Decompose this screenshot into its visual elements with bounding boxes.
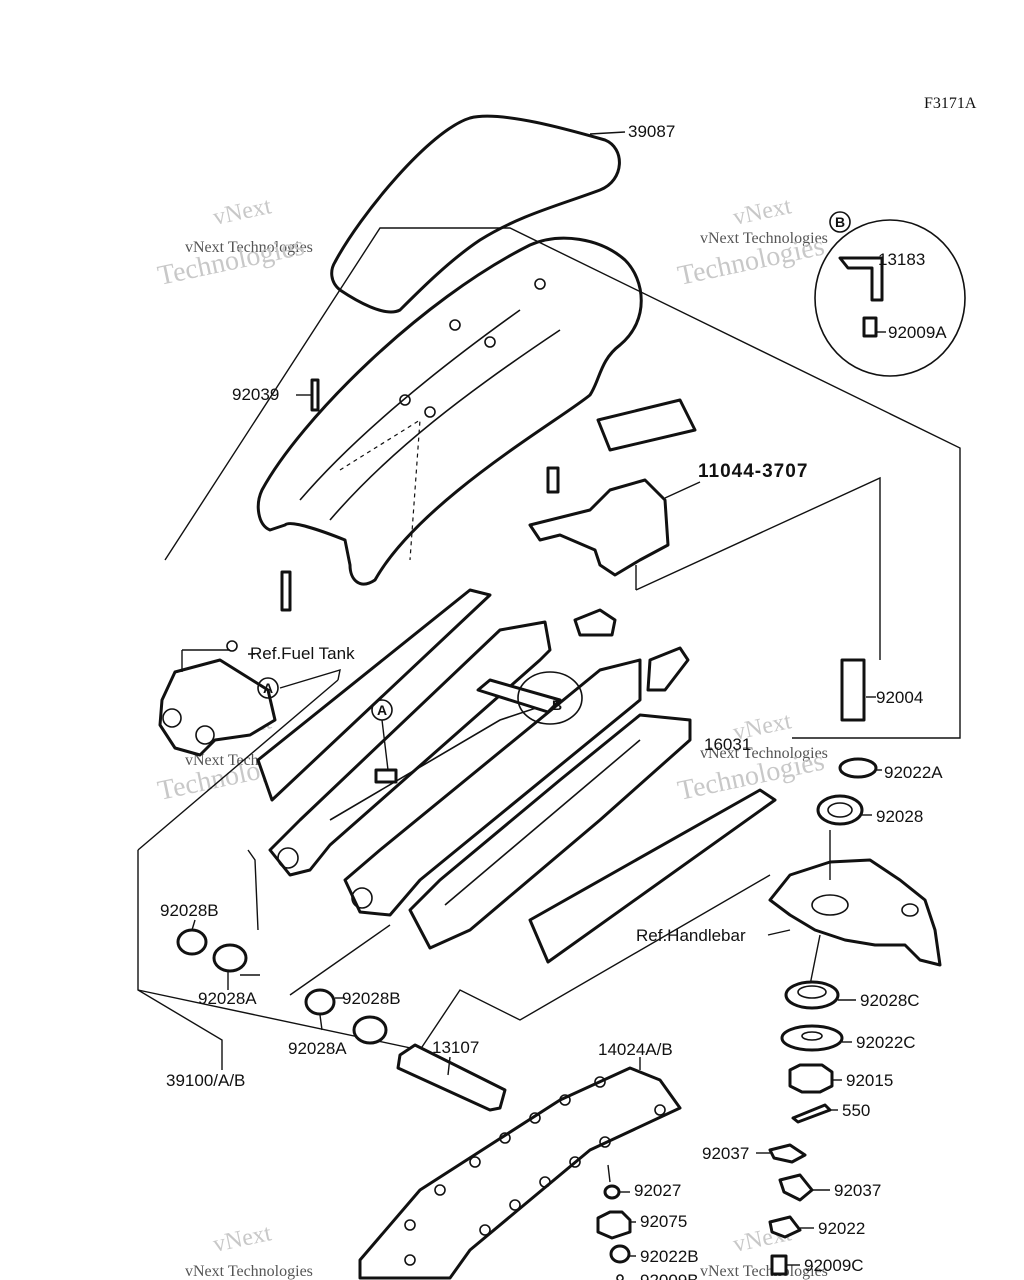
label-11044-3707: 11044-3707 [698, 461, 808, 482]
callout-a-frame: A [377, 702, 387, 718]
label-39087: 39087 [628, 122, 675, 141]
pin-550 [791, 1103, 832, 1124]
label-16031: 16031 [704, 735, 751, 754]
label-92022: 92022 [818, 1219, 865, 1238]
rear-fender-part [256, 236, 643, 586]
label-92027: 92027 [634, 1181, 681, 1200]
washer-92022C [780, 1024, 844, 1052]
nut-92015 [788, 1063, 834, 1094]
label-92039: 92039 [232, 385, 279, 404]
label-550: 550 [842, 1101, 870, 1120]
label-92028A-left: 92028A [198, 989, 257, 1008]
label-92037-lower: 92037 [834, 1181, 881, 1200]
watermark-top-left: vNext vNext Technologies Technologies [155, 193, 313, 292]
label-92004: 92004 [876, 688, 923, 707]
label-92075: 92075 [640, 1212, 687, 1231]
svg-text:vNext: vNext [211, 193, 274, 231]
svg-text:vNext: vNext [731, 193, 794, 231]
label-13183: 13183 [878, 250, 925, 269]
label-ref-handlebar: Ref.Handlebar [636, 926, 746, 945]
skid-part [408, 713, 692, 950]
label-92028B-left: 92028B [160, 901, 219, 920]
label-92028: 92028 [876, 807, 923, 826]
diagram-code: F3171A [924, 95, 977, 112]
seat-part [330, 114, 621, 314]
callout-b-frame: B [552, 697, 562, 713]
label-92022B: 92022B [640, 1247, 699, 1266]
label-39100: 39100/A/B [166, 1071, 245, 1090]
fuel-tank-bracket-part [158, 658, 277, 757]
bracket-part [528, 478, 670, 577]
svg-text:vNext Technologies: vNext Technologies [700, 745, 828, 762]
bushing-92028C [784, 980, 840, 1010]
svg-text:vNext Technologies: vNext Technologies [700, 1263, 828, 1280]
label-ref-fuel-tank: Ref.Fuel Tank [250, 644, 355, 663]
frame-part [268, 620, 552, 877]
spring-92028 [816, 794, 864, 826]
label-92037-upper: 92037 [702, 1144, 749, 1163]
label-92009B: 92009B [640, 1271, 699, 1280]
label-92022A: 92022A [884, 763, 943, 782]
label-92009A: 92009A [888, 323, 947, 342]
label-92015: 92015 [846, 1071, 893, 1090]
callout-b-top: B [835, 214, 845, 230]
label-92028A-right: 92028A [288, 1039, 347, 1058]
label-92028C: 92028C [860, 991, 920, 1010]
label-92028B-right: 92028B [342, 989, 401, 1008]
label-92009C: 92009C [804, 1256, 864, 1275]
frame-part-2 [343, 658, 642, 917]
label-92022C: 92022C [856, 1033, 916, 1052]
svg-text:vNext Technologies: vNext Technologies [185, 239, 313, 256]
handlebar-plate-part [768, 858, 942, 967]
svg-text:vNext Technologies: vNext Technologies [700, 230, 828, 247]
svg-text:vNext Technologies: vNext Technologies [185, 1263, 313, 1280]
washer-92022A [838, 757, 878, 779]
watermark-bottom-left: vNext vNext Technologies [185, 1220, 313, 1280]
label-13107: 13107 [432, 1038, 479, 1057]
watermark-top-right: vNext vNext Technologies Technologies [675, 193, 828, 292]
watermark-mid-right: vNext vNext Technologies Technologies [675, 708, 828, 807]
callout-a-left: A [263, 680, 273, 696]
label-14024: 14024A/B [598, 1040, 673, 1059]
svg-text:vNext: vNext [211, 1220, 274, 1258]
track-plate-part [358, 1066, 682, 1280]
